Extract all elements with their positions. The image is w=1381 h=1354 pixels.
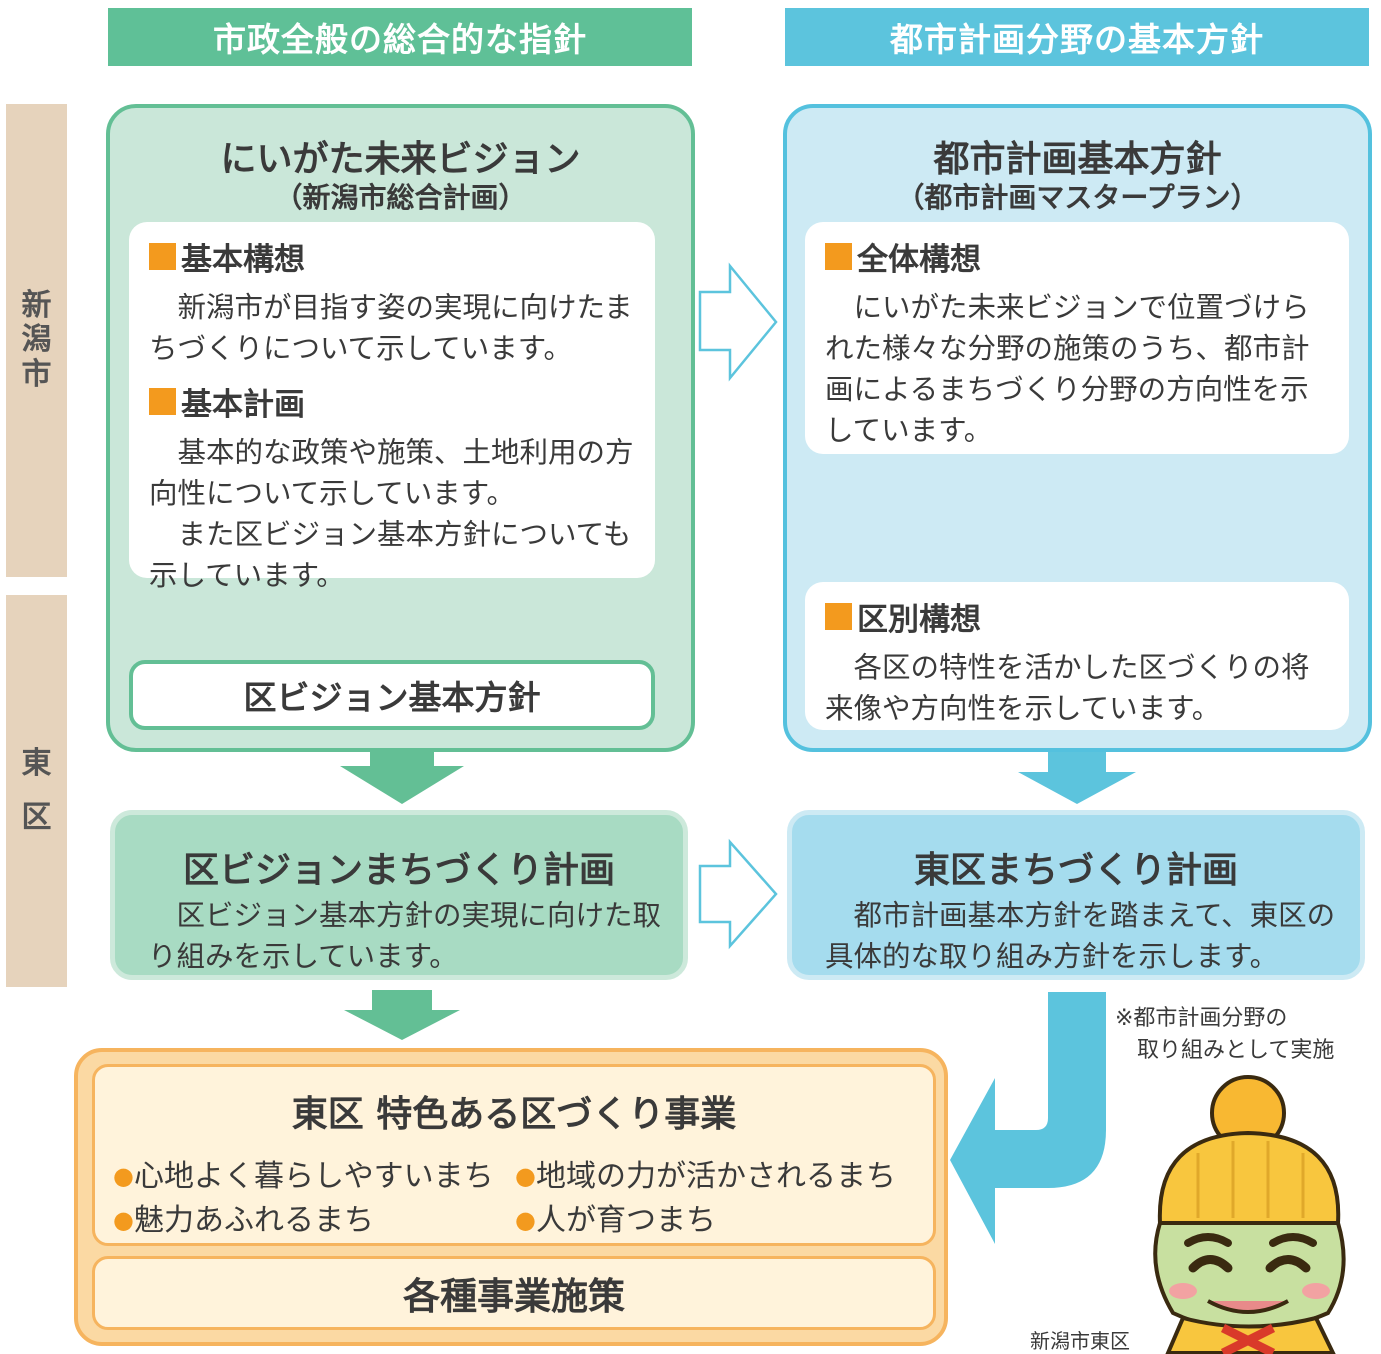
section-text: また区ビジョン基本方針についても示しています。 [149,518,632,592]
header-urban-policy: 都市計画分野の基本方針 [785,8,1369,66]
section-heading-label: 基本計画 [181,387,305,423]
projects-title: 東区 特色ある区づくり事業 [291,1094,737,1135]
arrow-right-outline-icon [698,262,778,382]
section-heading: 全体構想 [825,234,1335,279]
vision-panel-title: にいがた未来ビジョン [220,139,581,180]
urban-panel: 都市計画基本方針 （都市計画マスタープラン） 全体構想 にいがた未来ビジョンで位… [783,104,1372,752]
orange-square-icon [149,243,176,270]
implementation-note: ※都市計画分野の 取り組みとして実施 [1115,1003,1334,1067]
curved-arrow-icon [950,992,1106,1244]
ward-policy-label: 区ビジョン基本方針 [243,678,541,717]
side-label-char: 東 [21,745,52,781]
section-heading-label: 全体構想 [857,242,981,278]
section-heading-label: 基本構想 [181,242,305,278]
ward-vision-plan-box: 区ビジョンまちづくり計画 区ビジョン基本方針の実現に向けた取り組みを示しています… [110,810,688,980]
project-item-label: 魅力あふれるまち [133,1203,374,1238]
side-label-niigata-city: 新 潟 市 [6,104,67,577]
header-general-policy-label: 市政全般の総合的な指針 [213,20,587,59]
mascot-illustration [1153,1075,1346,1354]
bullet-icon: ● [515,1206,536,1234]
east-ward-plan-box: 東区まちづくり計画 都市計画基本方針を踏まえて、東区の具体的な取り組み方針を示し… [787,810,1365,980]
header-urban-policy-label: 都市計画分野の基本方針 [890,20,1264,59]
mascot-caption: 新潟市東区 [1030,1329,1130,1353]
arrow-right-outline-icon [698,838,778,950]
arrow-down-icon [344,990,460,1040]
note-line: ※都市計画分野の [1115,1006,1288,1031]
projects-inner-box: 東区 特色ある区づくり事業 ●心地よく暮らしやすいまち ●地域の力が活かされるま… [92,1064,936,1246]
project-item-label: 心地よく暮らしやすいまち [133,1159,494,1194]
east-ward-plan-title: 東区まちづくり計画 [913,850,1238,891]
section-text: 基本的な政策や施策、土地利用の方向性について示しています。 [149,436,634,510]
vision-sections-card: 基本構想 新潟市が目指す姿の実現に向けたまちづくりについて示しています。 基本計… [129,222,655,592]
side-label-char: 区 [21,800,52,835]
bullet-icon: ● [515,1162,536,1190]
section-text: にいがた未来ビジョンで位置づけられた様々な分野の施策のうち、都市計画によるまちづ… [825,291,1310,447]
east-ward-plan-text: 都市計画基本方針を踏まえて、東区の具体的な取り組み方針を示します。 [825,899,1336,973]
project-item: ●地域の力が活かされるまち [515,1151,896,1195]
various-measures-box: 各種事業施策 [92,1256,936,1330]
side-label-east-ward: 東 区 [6,595,67,987]
various-measures-label: 各種事業施策 [403,1275,625,1318]
vision-panel: にいがた未来ビジョン （新潟市総合計画） 基本構想 新潟市が目指す姿の実現に向け… [106,104,695,752]
orange-square-icon [149,388,176,415]
ward-concept-card: 区別構想 各区の特性を活かした区づくりの将来像や方向性を示しています。 [805,582,1349,730]
ward-vision-plan-title: 区ビジョンまちづくり計画 [182,850,615,891]
project-item: ●魅力あふれるまち [113,1195,374,1239]
project-item: ●心地よく暮らしやすいまち [113,1151,494,1195]
project-item: ●人が育つまち [515,1195,716,1239]
arrow-down-icon [1018,752,1136,804]
orange-square-icon [825,243,852,270]
project-item-label: 人が育つまち [535,1203,716,1238]
section-heading: 基本構想 [149,234,641,279]
header-general-policy: 市政全般の総合的な指針 [108,8,692,66]
orange-square-icon [825,603,852,630]
note-line: 取り組みとして実施 [1137,1038,1335,1063]
section-heading: 基本計画 [149,379,641,424]
side-label-char: 潟 [21,322,52,358]
ward-policy-box: 区ビジョン基本方針 [129,660,655,730]
ward-vision-plan-text: 区ビジョン基本方針の実現に向けた取り組みを示しています。 [148,899,662,973]
section-heading-label: 区別構想 [857,602,981,638]
urban-panel-subtitle: （都市計画マスタープラン） [896,181,1259,214]
side-label-char: 新 [21,287,52,323]
section-heading: 区別構想 [825,594,1335,639]
section-text: 各区の特性を活かした区づくりの将来像や方向性を示しています。 [825,651,1310,725]
overall-concept-card: 全体構想 にいがた未来ビジョンで位置づけられた様々な分野の施策のうち、都市計画に… [805,222,1349,454]
projects-panel: 東区 特色ある区づくり事業 ●心地よく暮らしやすいまち ●地域の力が活かされるま… [74,1048,948,1346]
bullet-icon: ● [113,1162,134,1190]
urban-panel-title: 都市計画基本方針 [933,139,1222,180]
side-label-char: 市 [21,356,52,392]
project-item-label: 地域の力が活かされるまち [535,1159,896,1194]
vision-panel-subtitle: （新潟市総合計画） [274,181,527,214]
bullet-icon: ● [113,1206,134,1234]
section-text: 新潟市が目指す姿の実現に向けたまちづくりについて示しています。 [149,291,633,365]
